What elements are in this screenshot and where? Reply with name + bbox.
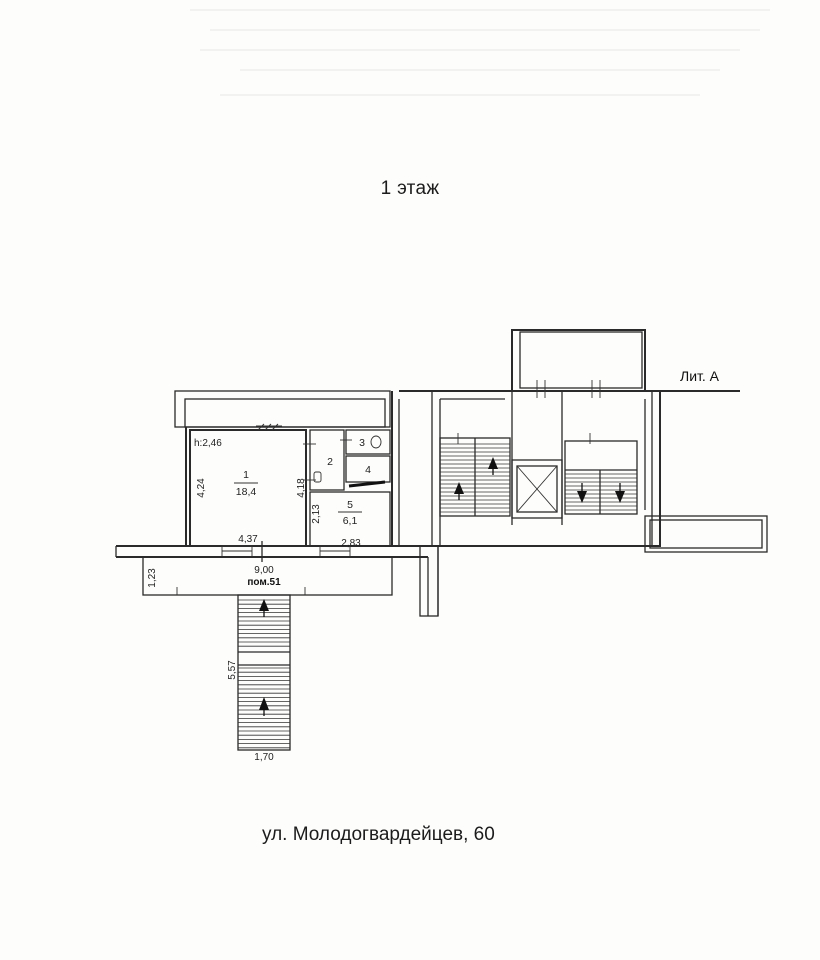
room-2-number: 2 [327,456,333,468]
dim-room5-height: 2,13 [311,504,322,524]
dim-porch-depth: 1,23 [147,568,158,588]
address-label: ул. Молодогвардейцев, 60 [262,824,495,845]
room-2 [303,429,345,491]
side-wall [419,545,439,617]
scan-noise [190,9,770,96]
premises-label: пом.51 [247,577,281,588]
room-3 [340,429,391,455]
room-1-number: 1 [243,469,249,481]
ceiling-height-label: h:2,46 [194,438,222,449]
room-5-area: 6,1 [343,515,358,527]
room-3-number: 3 [359,437,365,449]
dim-stair-length: 5,57 [227,660,238,680]
stair-arrows [259,457,625,716]
dim-room1-width: 4,37 [238,534,258,545]
dim-room1-height: 4,24 [196,478,207,498]
room-4-number: 4 [365,464,371,476]
outer-walls [174,390,400,546]
building-label: Лит. А [680,368,720,384]
right-annex [644,515,768,553]
entrance-stair [237,594,291,751]
room-1-area: 18,4 [236,486,257,498]
dim-total-width: 9,00 [254,565,274,576]
room-5-number: 5 [347,499,353,511]
dim-room5-width: 2,83 [341,538,361,549]
floor-title: 1 этаж [380,178,440,199]
dim-stair-width: 1,70 [254,752,274,763]
stairwell-block [399,329,740,547]
room-4 [345,455,391,488]
dim-corridor-height: 4,18 [296,478,307,498]
porch [142,556,393,596]
